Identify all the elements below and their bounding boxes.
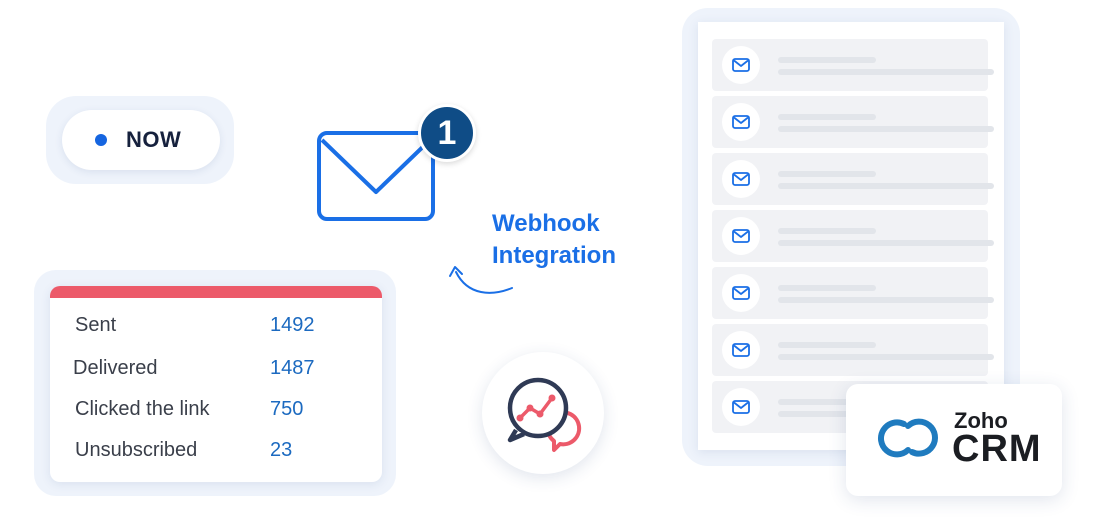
mail-icon [722, 103, 760, 141]
mail-icon [722, 331, 760, 369]
stat-label: Sent [75, 314, 117, 336]
mail-icon [722, 274, 760, 312]
placeholder-line [778, 57, 876, 63]
stat-value: 23 [270, 439, 293, 461]
crm-product-text: CRM [952, 428, 1042, 470]
placeholder-line [778, 297, 994, 303]
placeholder-line [778, 228, 876, 234]
curved-arrow-icon [449, 266, 513, 294]
stats-row-sent: Sent 1492 [50, 314, 382, 344]
stat-label: Delivered [73, 357, 158, 379]
envelope-icon [317, 131, 435, 221]
stats-row-delivered: Delivered 1487 [50, 357, 382, 387]
mail-icon [722, 46, 760, 84]
stat-value: 1492 [270, 314, 315, 336]
placeholder-line [778, 399, 876, 405]
live-dot-icon [95, 134, 107, 146]
stats-row-clicked: Clicked the link 750 [50, 398, 382, 428]
webhook-line-1: Webhook [492, 210, 600, 237]
chat-analytics-icon [507, 377, 582, 452]
chat-analytics-badge [482, 352, 604, 474]
email-list-row [712, 324, 994, 376]
placeholder-line [778, 240, 994, 246]
webhook-line-2: Integration [492, 242, 616, 269]
mail-icon [722, 160, 760, 198]
now-pill: NOW [62, 110, 220, 170]
email-list-row [712, 39, 994, 91]
placeholder-line [778, 114, 876, 120]
mail-icon [722, 217, 760, 255]
zoho-crm-logo-icon [878, 418, 938, 458]
stats-row-unsubscribed: Unsubscribed 23 [50, 439, 382, 469]
notification-badge: 1 [418, 104, 476, 162]
email-list-row [712, 267, 994, 319]
email-list-row [712, 153, 994, 205]
placeholder-line [778, 342, 876, 348]
mail-icon [722, 388, 760, 426]
zoho-brand-text: Zoho [954, 408, 1008, 433]
zoho-crm-card: Zoho CRM [846, 384, 1062, 496]
placeholder-line [778, 285, 876, 291]
placeholder-line [778, 354, 994, 360]
placeholder-line [778, 183, 994, 189]
stats-card-accent-bar [50, 286, 382, 298]
stat-label: Clicked the link [75, 398, 210, 420]
email-list-panel [698, 22, 1004, 450]
campaign-stats-card: Sent 1492 Delivered 1487 Clicked the lin… [50, 286, 382, 482]
placeholder-line [778, 171, 876, 177]
now-label: NOW [126, 127, 182, 152]
stat-value: 1487 [270, 357, 315, 379]
webhook-integration-label: Webhook Integration [492, 208, 616, 272]
placeholder-line [778, 69, 994, 75]
stat-value: 750 [270, 398, 304, 420]
email-list-row [712, 210, 994, 262]
email-list-row [712, 96, 994, 148]
stat-label: Unsubscribed [75, 439, 198, 461]
placeholder-line [778, 126, 994, 132]
